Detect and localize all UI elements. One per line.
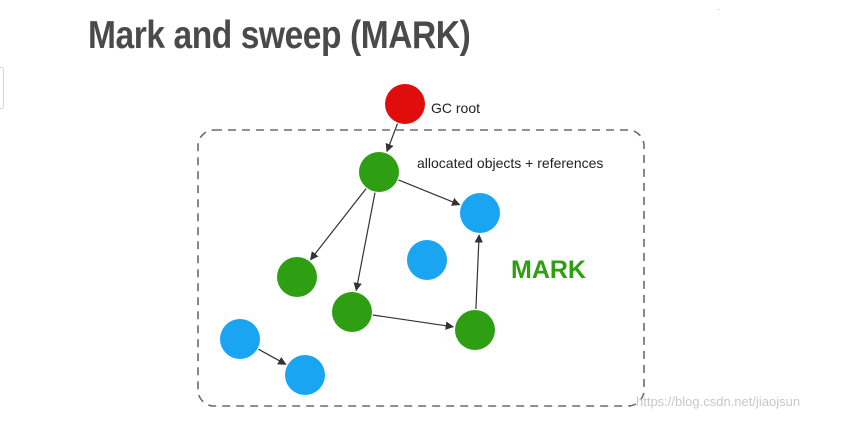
heap-region	[197, 129, 645, 407]
watermark: https://blog.csdn.net/jiaojsun	[636, 394, 801, 409]
arrow-gc-root-to-a	[385, 123, 399, 153]
arrow-g-to-h	[258, 348, 287, 365]
marked-object-a	[359, 152, 399, 192]
gc-root-label: GC root	[431, 100, 480, 116]
object-nodes	[220, 84, 500, 395]
slide-title: Mark and sweep (MARK)	[88, 14, 471, 57]
window-edge	[0, 67, 4, 109]
arrow-a-to-c	[353, 192, 376, 292]
marked-object-d	[455, 310, 495, 350]
arrow-c-to-d	[372, 314, 455, 330]
unmarked-object-e	[460, 193, 500, 233]
marked-object-b	[277, 257, 317, 297]
corner-mark	[717, 9, 720, 10]
arrow-a-to-b	[309, 188, 367, 261]
arrow-d-to-e	[474, 234, 483, 310]
unmarked-object-f	[407, 240, 447, 280]
reference-arrows	[258, 123, 483, 365]
unmarked-object-g	[220, 319, 260, 359]
unmarked-object-h	[285, 355, 325, 395]
arrow-a-to-e	[398, 179, 461, 206]
gc-root-node	[385, 84, 425, 124]
marked-object-c	[332, 292, 372, 332]
phase-label: MARK	[511, 256, 586, 284]
heap-label: allocated objects + references	[417, 155, 603, 171]
